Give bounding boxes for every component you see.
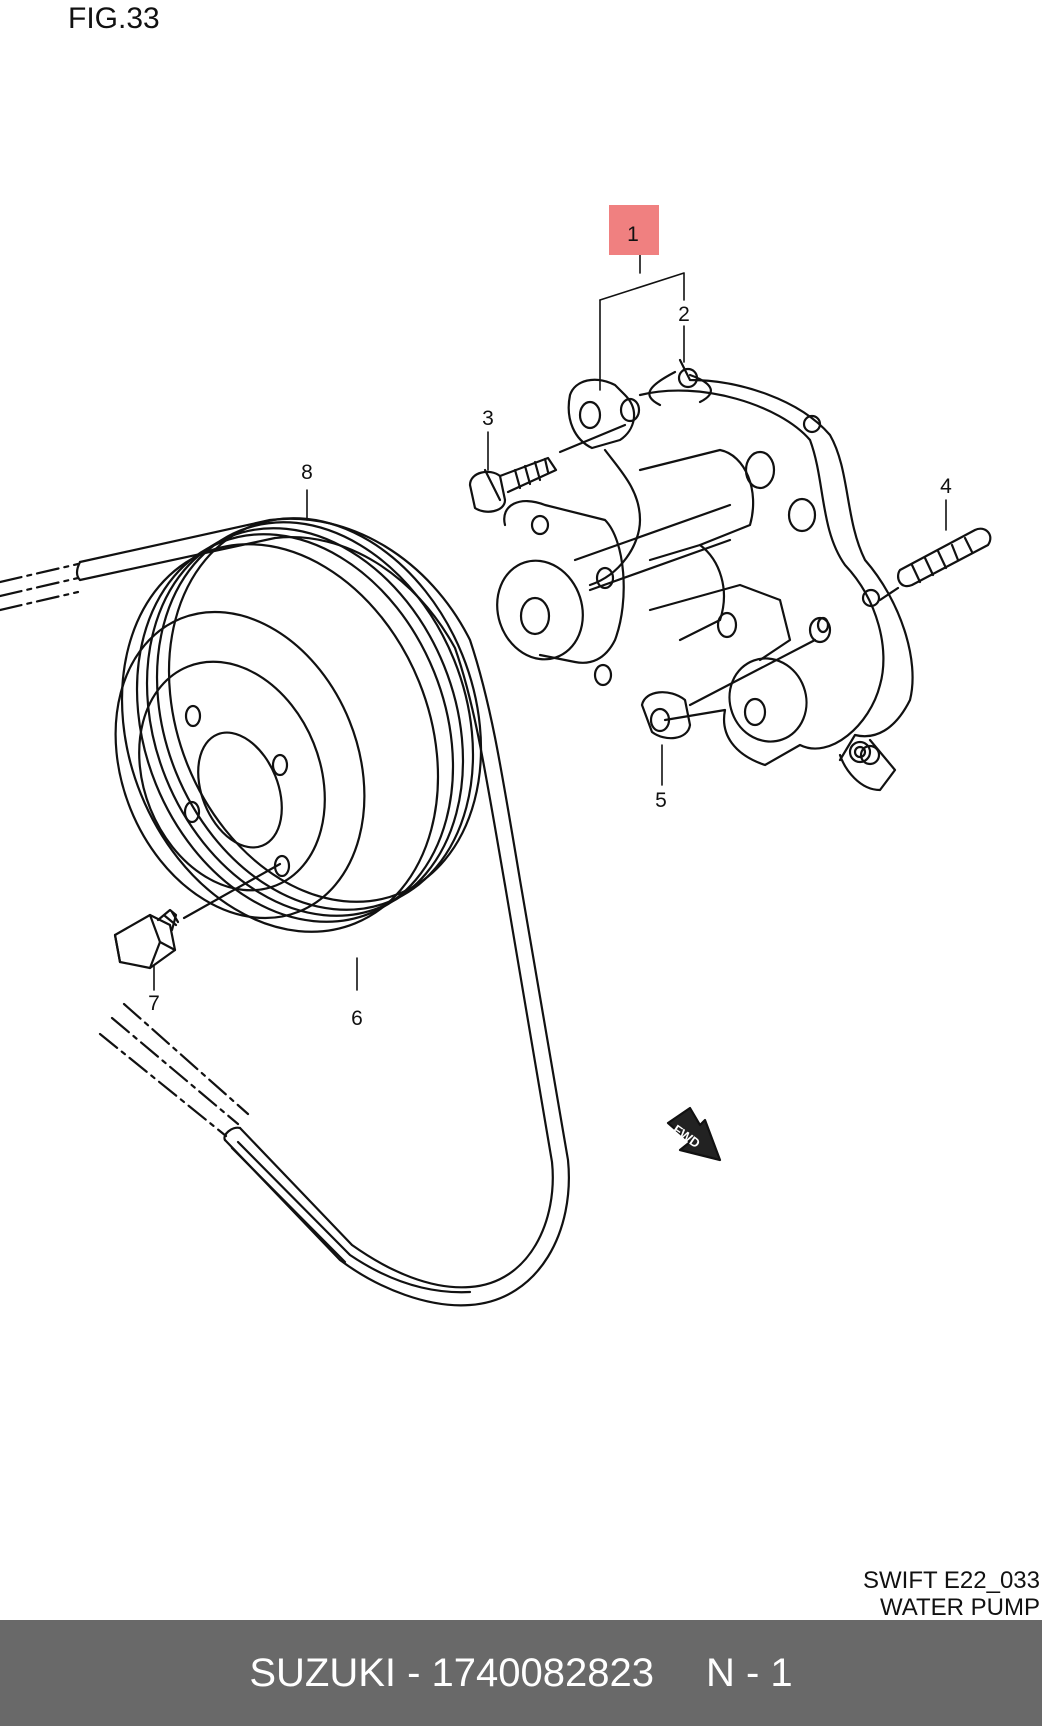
drive-belt — [0, 517, 570, 1307]
reference-title: WATER PUMP — [880, 1594, 1040, 1621]
callout-5: 5 — [655, 789, 667, 812]
water-pump-body — [496, 358, 914, 792]
callout-4: 4 — [940, 475, 952, 498]
callout-1-highlight — [609, 205, 659, 255]
footer-part-number: SUZUKI - 1740082823 — [249, 1650, 654, 1695]
footer-quantity: N - 1 — [706, 1650, 793, 1695]
hex-nut — [640, 638, 817, 740]
reference-label: SWIFT E22_033 WATER PUMP — [863, 1567, 1040, 1621]
callout-7: 7 — [148, 992, 160, 1015]
reference-code: SWIFT E22_033 — [863, 1567, 1040, 1594]
callout-2: 2 — [678, 303, 690, 326]
figure-title: FIG.33 — [68, 2, 160, 35]
pulley-bolt — [113, 862, 282, 970]
callout-3: 3 — [482, 407, 494, 430]
pump-bolt — [468, 423, 627, 513]
footer-bar: SUZUKI - 1740082823 N - 1 — [0, 1620, 1042, 1726]
stud-bolt — [878, 527, 992, 602]
fwd-arrow-icon — [666, 1106, 722, 1162]
crank-pulley — [114, 517, 483, 933]
leader-lines — [153, 254, 947, 991]
callout-6: 6 — [351, 1007, 363, 1030]
callout-1: 1 — [627, 223, 639, 246]
callout-8: 8 — [301, 461, 313, 484]
water-pump-diagram: 1 2 3 4 5 6 7 8 FWD — [0, 205, 992, 1307]
